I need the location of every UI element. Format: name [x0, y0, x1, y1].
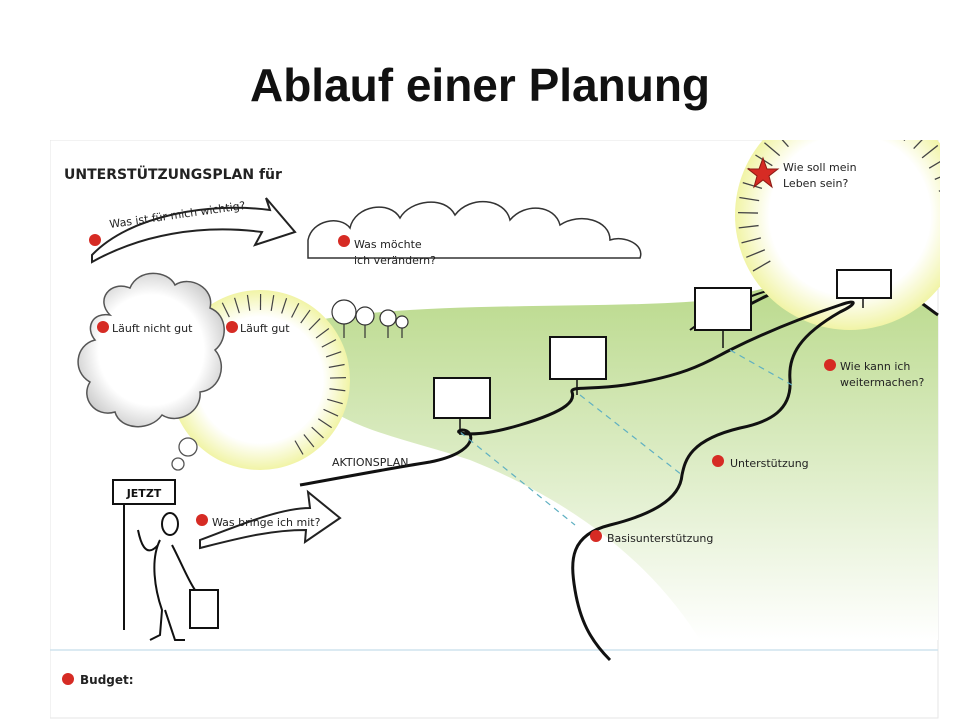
sun-ray: [325, 351, 342, 358]
sun-ray: [311, 426, 324, 439]
horizon-clouds: [307, 201, 642, 259]
sun-ray: [270, 295, 275, 311]
sun-ray: [934, 176, 940, 180]
landscape-meadow: [318, 277, 938, 640]
jetzt-sign: JETZT: [112, 479, 176, 630]
milestone-dashes: [459, 349, 793, 526]
sun-ray: [246, 294, 251, 311]
label-leben-1: Wie soll mein: [783, 161, 857, 174]
sun-ray: [281, 298, 288, 314]
poster-header: UNTERSTÜTZUNGSPLAN für: [64, 165, 282, 183]
sun-ray: [742, 182, 763, 190]
label-veraendern-1: Was möchte: [354, 238, 422, 251]
sun-ray: [294, 440, 304, 455]
label-veraendern-2: ich verändern?: [354, 254, 436, 267]
label-laeuft-nicht-gut: Läuft nicht gut: [112, 322, 193, 335]
sun-ray: [308, 318, 321, 331]
support-plan-diagram: UNTERSTÜTZUNGSPLAN für: [50, 140, 940, 719]
trees-illustration: [331, 299, 409, 338]
label-budget: Budget:: [80, 673, 134, 687]
sun-ray: [317, 418, 332, 429]
sun-ray: [913, 140, 923, 150]
sun-ray: [746, 249, 766, 258]
sun-ray: [315, 328, 330, 339]
label-laeuft-gut: Läuft gut: [240, 322, 290, 335]
arrow-bringe: [199, 489, 342, 550]
star-icon: [746, 156, 780, 189]
sun-ray: [323, 408, 339, 417]
label-aktionsplan: AKTIONSPLAN: [332, 456, 408, 469]
sun-ray: [221, 302, 230, 318]
thought-bubble-2: [171, 457, 185, 471]
signpost-4: [836, 269, 892, 308]
signpost-1: [433, 377, 491, 435]
label-unterstuetzung: Unterstützung: [730, 457, 809, 470]
sun-ray: [321, 339, 337, 348]
arrow-wichtig: [91, 197, 297, 264]
label-weiter-2: weitermachen?: [840, 376, 924, 389]
red-bullets: [62, 234, 836, 685]
sun-ray: [752, 260, 771, 272]
sun-ray: [233, 297, 240, 314]
sun-ray: [739, 196, 760, 202]
sun-ray: [781, 140, 789, 148]
sun-ray: [291, 302, 300, 318]
signpost-2: [549, 336, 607, 395]
sun-ray: [928, 161, 940, 169]
sun-ray: [303, 434, 315, 448]
thought-bubble-1: [178, 437, 198, 457]
label-weiter-1: Wie kann ich: [840, 360, 910, 373]
slide-title: Ablauf einer Planung: [249, 59, 711, 111]
sun-ray: [328, 363, 345, 368]
signpost-3: [694, 287, 752, 348]
sun-ray: [327, 398, 343, 405]
sun-ray: [921, 144, 939, 159]
person-figure: [137, 512, 219, 641]
label-basisunterstuetzung: Basisunterstützung: [607, 532, 713, 545]
thought-cloud: [77, 272, 225, 428]
sun-ray: [329, 388, 346, 392]
label-leben-2: Leben sein?: [783, 177, 848, 190]
jetzt-label: JETZT: [126, 487, 162, 500]
label-bringe: Was bringe ich mit?: [212, 516, 321, 529]
sun-ray: [300, 309, 311, 324]
sun-ray: [764, 142, 781, 157]
sun-ray: [741, 237, 762, 244]
sun-ray: [738, 224, 759, 229]
